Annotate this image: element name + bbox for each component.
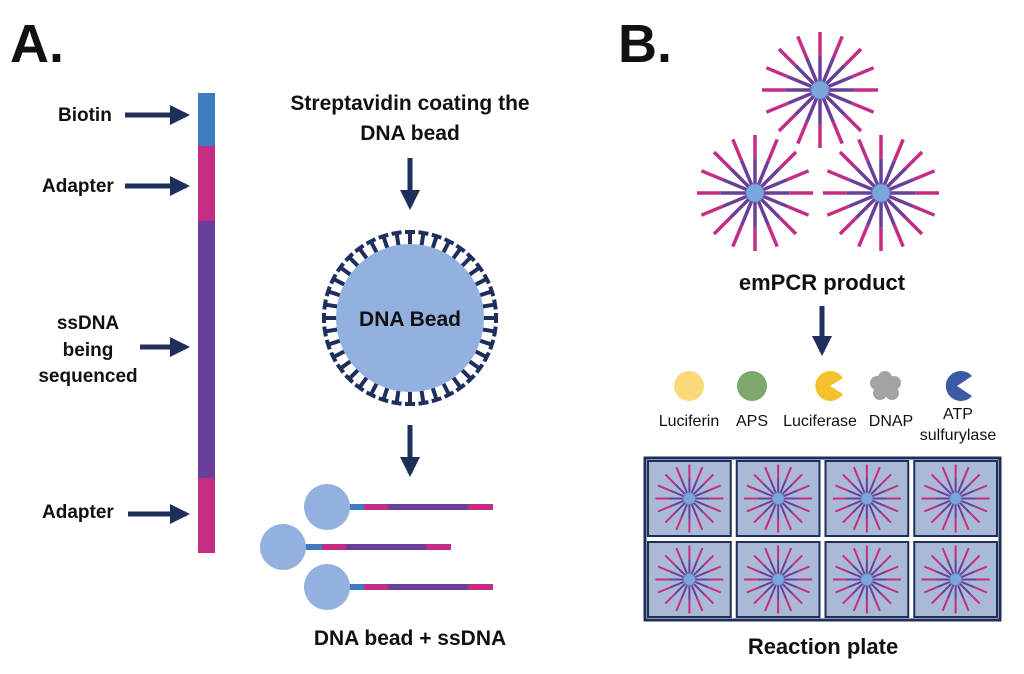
enzyme-legend: Luciferin APS Luciferase DNAP ATP sulfur…: [659, 371, 997, 444]
dnap-icon: [870, 371, 901, 400]
empcr-product: [697, 32, 939, 251]
adapter-top-segment: [198, 146, 215, 221]
ssdna-label-line2: being: [63, 340, 114, 361]
empcr-bead-right: [823, 135, 939, 251]
coating-title-line2: DNA bead: [360, 122, 460, 145]
ssdna-strand: [198, 93, 215, 553]
bead-ssdna-2: [260, 524, 451, 570]
plate-well: [913, 541, 998, 618]
panel-b-letter: B.: [618, 14, 672, 74]
streptavidin-bead: DNA Bead: [322, 230, 498, 406]
well-bead-7: [832, 545, 901, 614]
biotin-segment: [198, 93, 215, 146]
well-bead-3: [832, 464, 901, 533]
biotin-label: Biotin: [58, 105, 112, 126]
well-bead-8: [921, 545, 990, 614]
coating-title-line1: Streptavidin coating the: [290, 92, 529, 115]
reaction-plate: [643, 456, 1002, 622]
bead-ssdna-3: [304, 564, 493, 610]
plate-well: [824, 460, 910, 537]
dna-bead-circle: [336, 244, 484, 392]
ssdna-label-line1: ssDNA: [57, 313, 120, 334]
dnap-label: DNAP: [869, 413, 913, 430]
luciferase-icon: [815, 371, 843, 402]
aps-icon: [737, 371, 767, 401]
plate-well: [647, 541, 732, 618]
reaction-plate-label: Reaction plate: [748, 634, 898, 659]
well-bead-5: [655, 545, 724, 614]
plate-well: [824, 541, 910, 618]
bead-ssdna-label: DNA bead + ssDNA: [314, 627, 506, 650]
ssdna-label-line3: sequenced: [38, 366, 137, 387]
luciferin-icon: [674, 371, 704, 401]
dna-bead-label: DNA Bead: [359, 308, 461, 331]
bead-ssdna-1: [304, 484, 493, 530]
adapter-top-label: Adapter: [42, 176, 114, 197]
sulfurylase-label: sulfurylase: [920, 427, 997, 444]
luciferin-label: Luciferin: [659, 413, 719, 430]
plate-well: [735, 460, 821, 537]
aps-label: APS: [736, 413, 768, 430]
atp-label: ATP: [943, 406, 973, 423]
streptavidin-spikes: [322, 230, 498, 406]
plate-well: [647, 460, 732, 537]
ssdna-segment: [198, 221, 215, 478]
panel-a-letter: A.: [10, 14, 64, 74]
bead-ssdna-group: [260, 484, 493, 610]
plate-well: [735, 541, 821, 618]
well-bead-2: [744, 464, 813, 533]
luciferase-label: Luciferase: [783, 413, 857, 430]
adapter-bottom-label: Adapter: [42, 502, 114, 523]
atp-sulfurylase-icon: [945, 371, 972, 401]
well-bead-6: [744, 545, 813, 614]
well-bead-1: [655, 464, 724, 533]
empcr-bead-left: [697, 135, 813, 251]
adapter-bottom-segment: [198, 478, 215, 553]
well-bead-4: [921, 464, 990, 533]
empcr-bead-top: [762, 32, 878, 148]
empcr-label: emPCR product: [739, 270, 906, 295]
plate-well: [913, 460, 998, 537]
